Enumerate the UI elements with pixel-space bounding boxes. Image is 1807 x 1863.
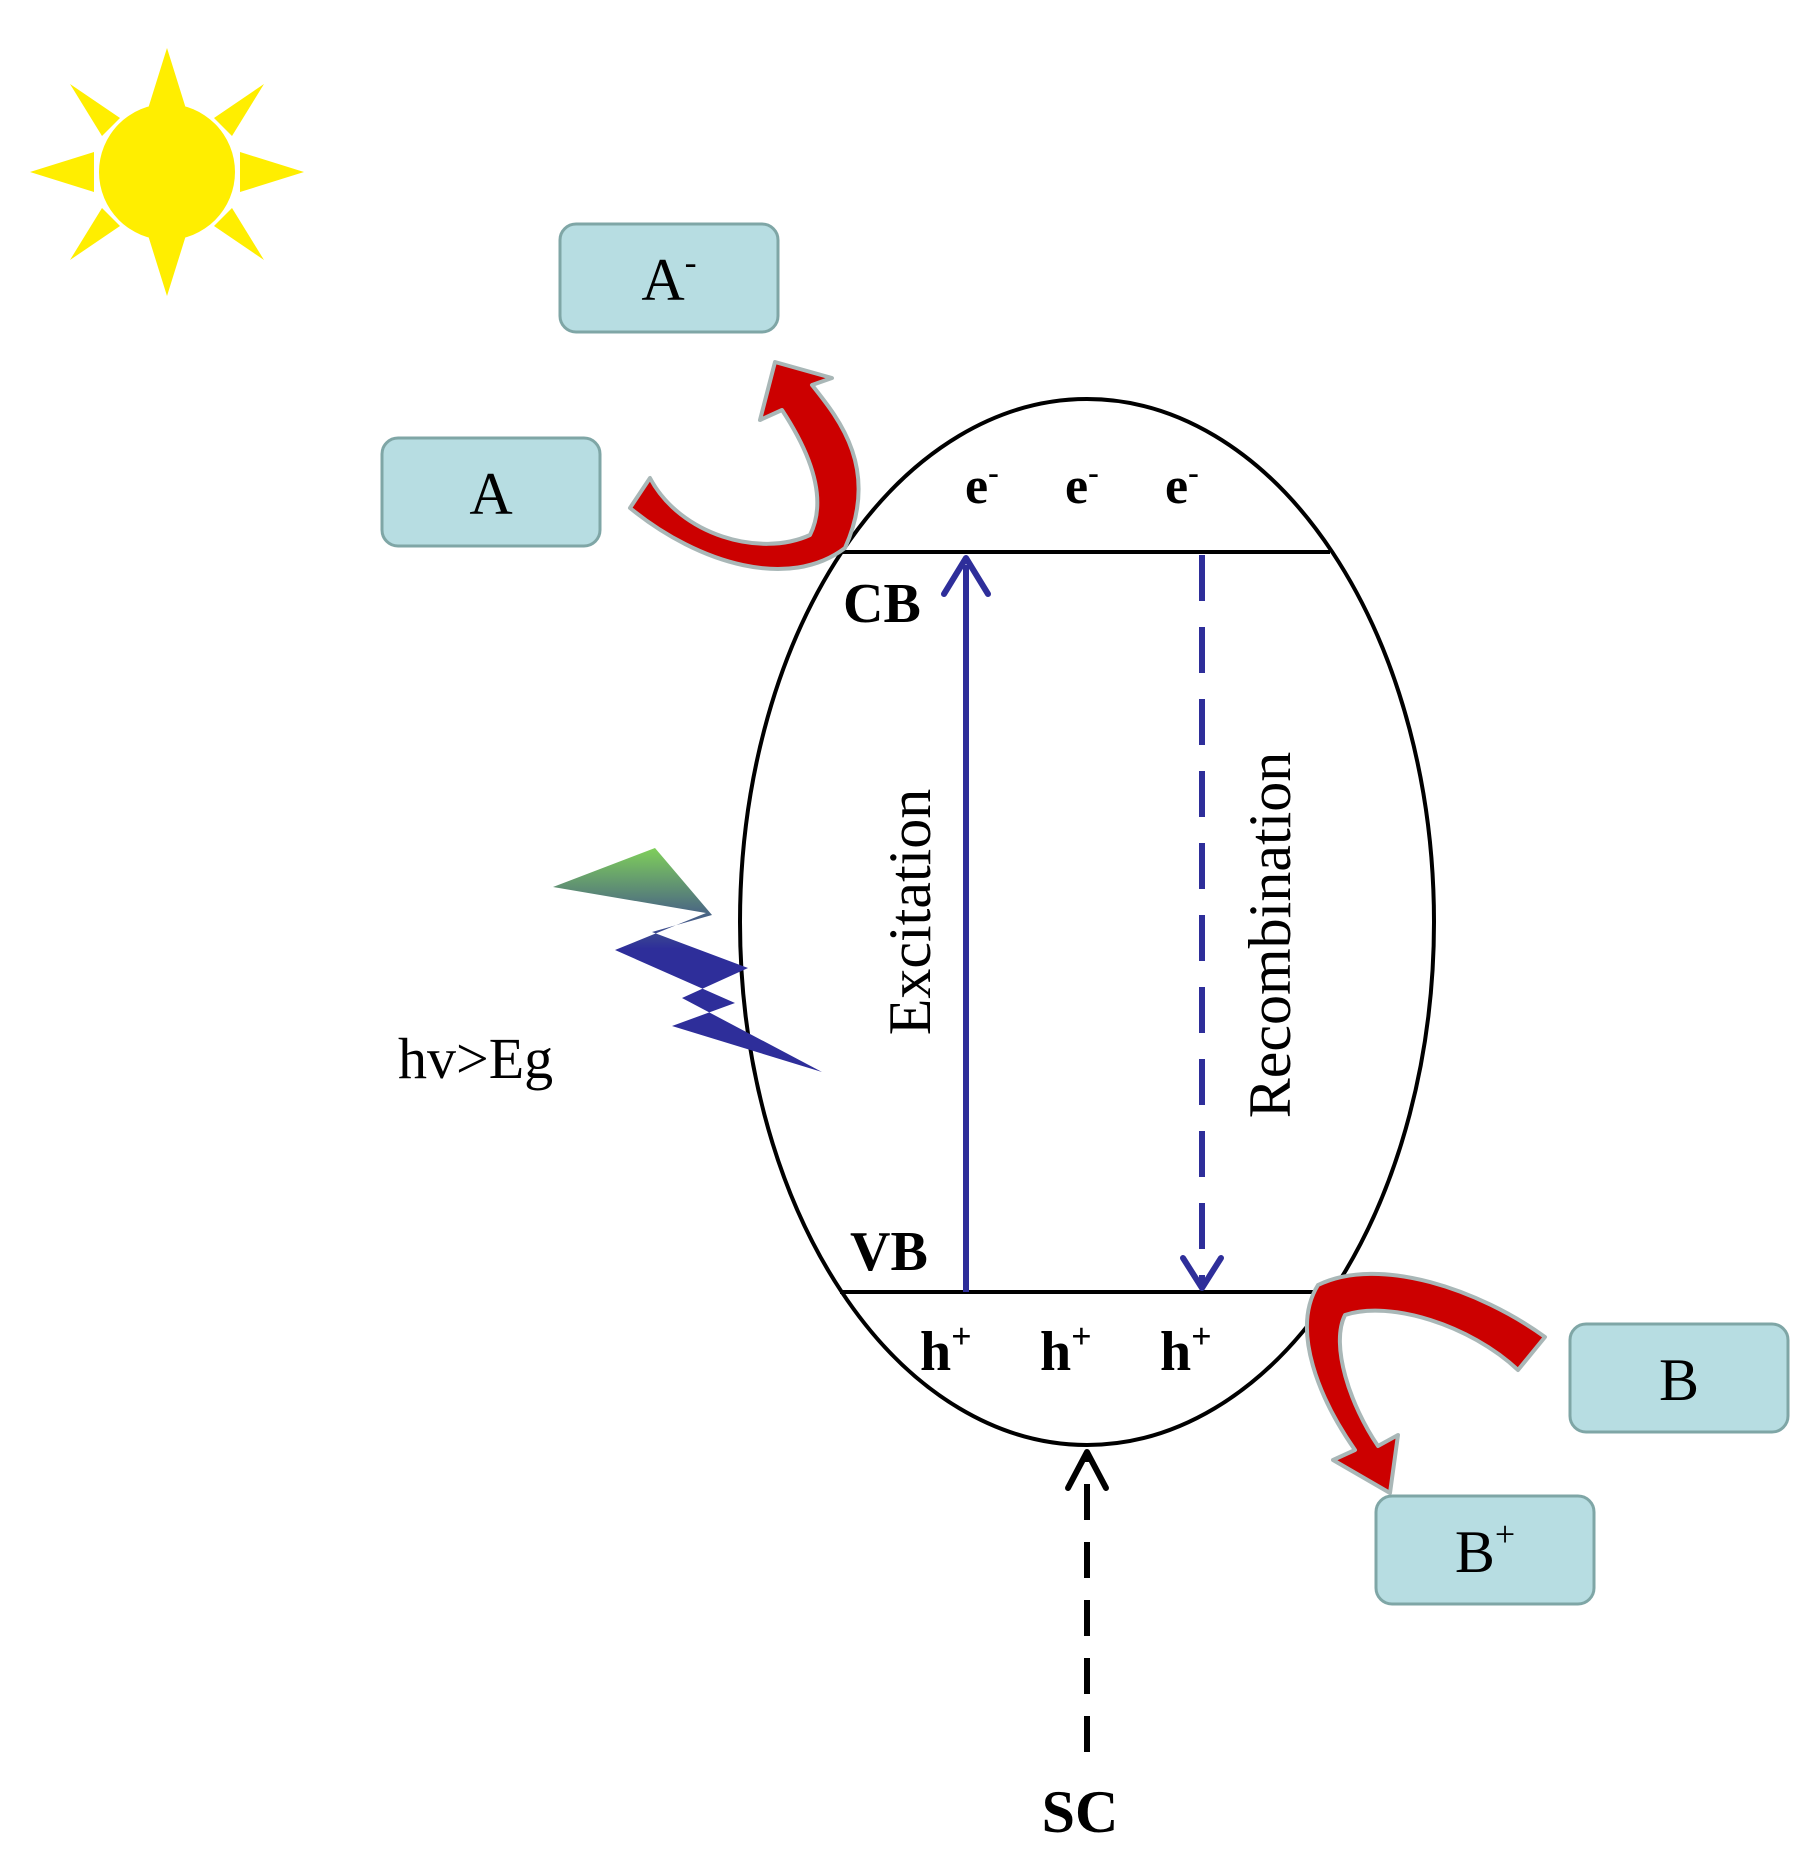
- excitation-label: Excitation: [877, 789, 943, 1036]
- hole-2: h+: [1040, 1316, 1092, 1383]
- cb-label: CB: [843, 573, 921, 635]
- hole-3: h+: [1160, 1316, 1212, 1383]
- electron-2: e-: [1065, 454, 1099, 515]
- semiconductor-label: SC: [1042, 1779, 1119, 1845]
- oxidation-reaction-arrow: [1304, 1271, 1547, 1495]
- reduction-reaction-arrow: [628, 360, 861, 571]
- svg-text:B: B: [1659, 1347, 1699, 1413]
- semiconductor-particle: [738, 397, 1436, 1447]
- photon-energy-label: hv>Eg: [398, 1026, 553, 1091]
- species-box-a: A: [380, 436, 602, 548]
- recombination-label: Recombination: [1237, 752, 1303, 1119]
- electron-1: e-: [965, 454, 999, 515]
- recombination-arrow: [1180, 555, 1224, 1291]
- species-box-b-plus: B+: [1374, 1494, 1596, 1606]
- sun-icon: [30, 48, 304, 296]
- svg-text:B+: B+: [1455, 1514, 1515, 1585]
- hole-1: h+: [920, 1316, 972, 1383]
- svg-text:A: A: [469, 461, 512, 527]
- species-box-b: B: [1568, 1322, 1790, 1434]
- electron-3: e-: [1165, 454, 1199, 515]
- lightning-bolt-icon: [553, 848, 822, 1072]
- svg-text:A-: A-: [641, 242, 696, 313]
- excitation-arrow: [941, 555, 991, 1292]
- vb-label: VB: [850, 1221, 928, 1283]
- species-box-a-minus: A-: [558, 222, 780, 334]
- semiconductor-pointer-arrow: [1065, 1449, 1109, 1752]
